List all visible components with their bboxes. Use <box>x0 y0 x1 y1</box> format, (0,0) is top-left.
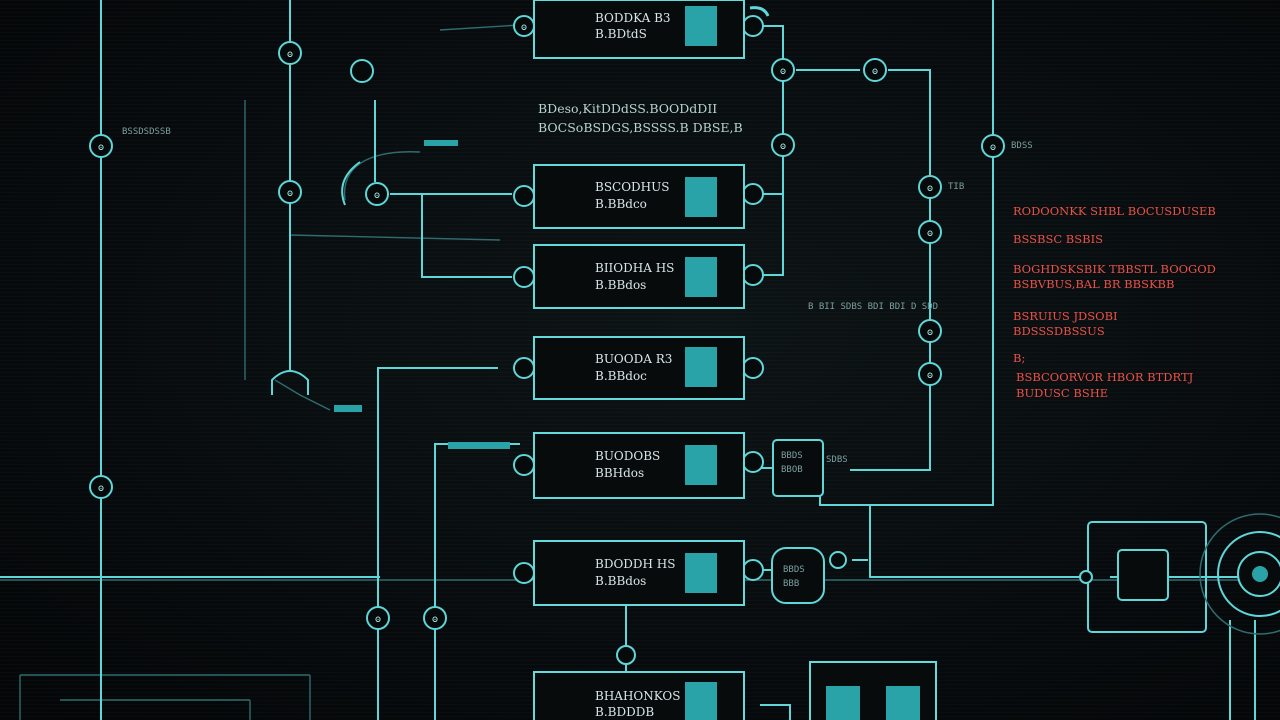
small-box-2: BBDS BBB <box>771 547 825 604</box>
function-block-5: BUODOBS BBHdos <box>533 432 745 499</box>
svg-text:ʘ: ʘ <box>927 183 933 194</box>
node-tag-2: TIB <box>948 182 964 192</box>
accent-bars <box>334 140 510 449</box>
svg-text:ʘ: ʘ <box>521 22 527 33</box>
block-3-title: BIIODHA HS <box>595 261 674 275</box>
node-block-4-in <box>513 357 535 379</box>
junction-nodes <box>89 15 1093 665</box>
node-right-2 <box>771 133 795 157</box>
node-left-1 <box>89 134 113 158</box>
mid-right-label: B BII SDBS BDI BDI D SDD <box>808 302 938 312</box>
node-block-3-in <box>513 266 535 288</box>
function-block-7: BHAHONKOS B.BDDDB <box>533 671 745 720</box>
block-2-subtitle: B.BBdco <box>595 197 647 211</box>
twin-chip-module <box>809 661 937 720</box>
node-left-2 <box>89 475 113 499</box>
red-note-8: BSBCOORVOR HBOR BTDRTJ <box>1016 370 1194 384</box>
node-block-2-out <box>742 183 764 205</box>
svg-text:ʘ: ʘ <box>927 228 933 239</box>
output-device <box>1117 513 1280 635</box>
block-6-title: BDODDH HS <box>595 557 675 571</box>
node-far-3 <box>918 319 942 343</box>
mid-text-line-1: BDeso,KitDDdSS.BOODdDII <box>538 101 717 116</box>
svg-text:BBDS: BBDS <box>783 565 805 575</box>
svg-text:ʘ: ʘ <box>780 66 786 77</box>
block-2-title: BSCODHUS <box>595 180 669 194</box>
node-block-4-out <box>742 357 764 379</box>
mid-annotation: BDeso,KitDDdSS.BOODdDII BOCSoBSDGS,BSSSS… <box>538 101 743 135</box>
node-lower-1 <box>366 606 390 630</box>
block-4-subtitle: B.BBdoc <box>595 369 647 383</box>
function-block-4: BUOODA R3 B.BBdoc <box>533 336 745 400</box>
function-block-6: BDODDH HS B.BBdos <box>533 540 745 606</box>
left-label: BSSDSDSSB <box>122 127 171 137</box>
node-block-5-out <box>742 451 764 473</box>
svg-text:ʘ: ʘ <box>374 190 380 201</box>
block-4-title: BUOODA R3 <box>595 352 672 366</box>
node-block-3-out <box>742 264 764 286</box>
node-right-3 <box>863 58 887 82</box>
node-device <box>1079 570 1093 584</box>
svg-text:ʘ: ʘ <box>990 142 996 153</box>
block-5-title: BUODOBS <box>595 449 660 463</box>
svg-text:ʘ: ʘ <box>927 327 933 338</box>
svg-text:ʘ: ʘ <box>98 483 104 494</box>
block-1-title: BODDKA B3 <box>595 11 671 25</box>
svg-text:BBOB: BBOB <box>781 465 803 475</box>
red-note-1: RODOONKK SHBL BOCUSDUSEB <box>1013 204 1216 218</box>
block-5-subtitle: BBHdos <box>595 466 644 480</box>
svg-text:ʘ: ʘ <box>780 141 786 152</box>
mid-text-line-2: BOCSoBSDGS,BSSSS.B DBSE,B <box>538 120 743 135</box>
block-7-subtitle: B.BDDDB <box>595 705 654 719</box>
node-small-box <box>829 551 847 569</box>
node-block-2-in <box>513 185 535 207</box>
node-tag-1: BDSS <box>1011 141 1033 151</box>
red-note-3: BOGHDSKSBIK TBBSTL BOOGOD <box>1013 262 1216 276</box>
red-note-2: BSSBSC BSBIS <box>1013 232 1103 246</box>
red-note-6: BDSSSDBSSUS <box>1013 324 1105 338</box>
svg-text:ʘ: ʘ <box>432 614 438 625</box>
node-lower-2 <box>423 606 447 630</box>
block-6-subtitle: B.BBdos <box>595 574 646 588</box>
node-block-5-in <box>513 454 535 476</box>
small-box-1: BBDS BBOB SDBS <box>772 439 848 497</box>
red-note-4: BSBVBUS,BAL BR BBSKBB <box>1013 277 1174 291</box>
svg-text:ʘ: ʘ <box>98 142 104 153</box>
red-notes: RODOONKK SHBL BOCUSDUSEB BSSBSC BSBIS BO… <box>1013 204 1216 400</box>
block-3-subtitle: B.BBdos <box>595 278 646 292</box>
node-top-left <box>350 59 374 83</box>
svg-text:BBDS: BBDS <box>781 451 803 461</box>
node-bus-2 <box>278 180 302 204</box>
node-block-6-out <box>742 559 764 581</box>
svg-text:ʘ: ʘ <box>927 370 933 381</box>
node-far-4 <box>918 362 942 386</box>
function-block-3: BIIODHA HS B.BBdos <box>533 244 745 309</box>
block-7-title: BHAHONKOS <box>595 689 680 703</box>
node-far-2 <box>918 220 942 244</box>
node-bottom <box>616 645 636 665</box>
node-tall-bus <box>981 134 1005 158</box>
svg-text:ʘ: ʘ <box>287 188 293 199</box>
svg-text:ʘ: ʘ <box>872 66 878 77</box>
node-right-1 <box>771 58 795 82</box>
svg-text:ʘ: ʘ <box>287 49 293 60</box>
node-bus-1 <box>278 41 302 65</box>
block-1-subtitle: B.BDtdS <box>595 27 647 41</box>
corner-arc <box>749 6 770 17</box>
svg-text:BBB: BBB <box>783 579 799 589</box>
function-block-1: BODDKA B3 B.BDtdS <box>533 0 745 59</box>
node-far-1 <box>918 175 942 199</box>
red-note-9: BUDUSC BSHE <box>1016 386 1108 400</box>
node-block-6-in <box>513 562 535 584</box>
red-note-5: BSRUIUS JDSOBI <box>1013 309 1118 323</box>
function-block-2: BSCODHUS B.BBdco <box>533 164 745 229</box>
node-feed <box>365 182 389 206</box>
svg-text:ʘ: ʘ <box>375 614 381 625</box>
svg-text:SDBS: SDBS <box>826 455 848 465</box>
node-block-1-out <box>742 15 764 37</box>
red-note-7: B; <box>1013 351 1025 365</box>
node-symbols: ʘ ʘ ʘ ʘ ʘ ʘ ʘ ʘ ʘ ʘ ʘ ʘ ʘ ʘ ʘ ʘ <box>98 22 996 625</box>
